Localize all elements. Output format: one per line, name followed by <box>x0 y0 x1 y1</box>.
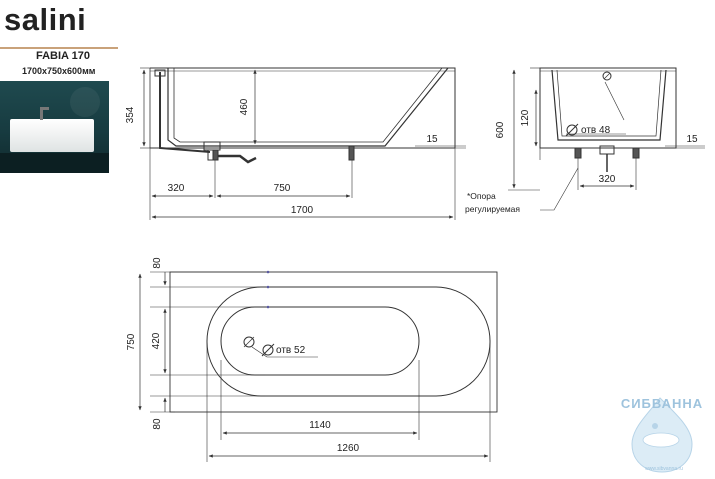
top-hole-label: отв 52 <box>276 345 306 356</box>
brand-logo: salini <box>4 2 87 37</box>
side-height-rim: 354 <box>125 106 136 123</box>
watermark-text: СИБВАННА <box>621 396 703 411</box>
top-view <box>138 271 498 462</box>
brand-underline <box>0 47 118 49</box>
diameter-icon <box>261 343 275 357</box>
top-margin-bottom: 80 <box>152 418 163 430</box>
end-overflow: 120 <box>520 109 531 126</box>
top-margin-top: 80 <box>152 257 163 269</box>
top-inner-width: 420 <box>151 332 162 349</box>
end-leg: 15 <box>686 134 698 145</box>
top-outer-length: 1260 <box>337 443 360 454</box>
bathtub-photo <box>0 81 109 173</box>
watermark-url: www.sibvanna.ru <box>645 466 683 472</box>
bathtub-image <box>10 119 94 152</box>
end-view <box>508 67 705 211</box>
watermark-logo: СИБВАННА www.sibvanna.ru <box>621 396 703 473</box>
diameter-icon <box>565 123 579 137</box>
side-foot-span: 750 <box>274 183 291 194</box>
model-name: FABIA 170 <box>36 50 91 62</box>
side-leg: 15 <box>426 134 438 145</box>
end-height: 600 <box>495 121 506 138</box>
note-line-1: *Опора <box>467 191 496 201</box>
top-total-width: 750 <box>126 333 137 350</box>
side-depth: 460 <box>239 98 250 115</box>
end-foot-span: 320 <box>599 174 616 185</box>
top-inner-length: 1140 <box>309 420 331 431</box>
side-total-length: 1700 <box>291 205 314 216</box>
end-hole-label: отв 48 <box>581 125 611 136</box>
side-drain-offset: 320 <box>168 183 185 194</box>
note-line-2: регулируемая <box>465 204 520 214</box>
model-dimensions: 1700x750x600мм <box>22 66 96 76</box>
side-view <box>140 67 466 220</box>
